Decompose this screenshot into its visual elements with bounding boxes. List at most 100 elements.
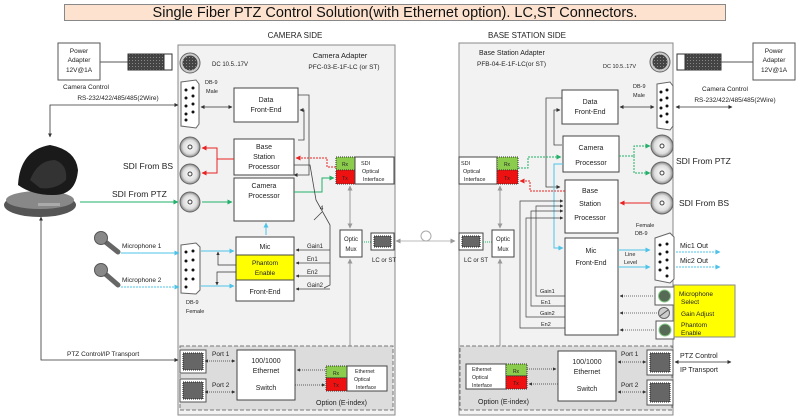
base-data-frontend-label: Data	[583, 99, 598, 106]
base-adapter-model: PFB-04-E-1F-LC(or ST)	[477, 61, 546, 68]
camera-sdi-rx-block	[335, 156, 356, 171]
mic2-out-label: Mic2 Out	[680, 258, 708, 265]
camera-control-line	[48, 103, 179, 138]
camera-option-label: Option (E-index)	[316, 400, 367, 407]
bus-slash	[313, 211, 323, 221]
camera-optic-mux-label: Mux	[345, 247, 356, 253]
camera-eth-rx-label: Rx	[333, 371, 340, 377]
diagram-title: Single Fiber PTZ Control Solution(with E…	[64, 4, 726, 21]
base-bs-processor-label: Processor	[574, 215, 606, 222]
control-bus-line	[294, 164, 331, 289]
camera-processor-label: Camera	[252, 183, 277, 190]
base-sdi-from-bs-label: SDI From BS	[679, 198, 729, 208]
base-optic-mux-label: Mux	[497, 247, 508, 253]
ptz-ip-transport-label: PTZ Control/IP Transport	[67, 351, 139, 358]
camera-lc-st-connector-icon[interactable]	[370, 232, 395, 251]
base-power-adapter-label: 12V@1A	[761, 67, 788, 74]
camera-data-frontend-block	[233, 87, 299, 123]
rx-to-bs-processor-line	[295, 155, 336, 168]
camera-control-label: Camera Control	[63, 84, 109, 91]
gain1-label: Gain1	[307, 244, 324, 250]
db9-female-label: Female	[186, 309, 204, 315]
base-eth-optical-label: Interface	[472, 383, 492, 389]
phantom-enable-label: Enable	[681, 330, 702, 337]
gain-adjust-knob-icon[interactable]	[658, 307, 670, 319]
bus-count-label: 4	[320, 206, 324, 212]
base-gain2-label: Gain2	[540, 311, 555, 317]
base-db9-male-label: Male	[633, 93, 645, 99]
fiber-coil-icon	[420, 230, 432, 242]
camera-switch-label: Switch	[256, 385, 277, 392]
camera-eth-port2-icon[interactable]	[179, 378, 207, 403]
camera-sdi-optical-label: Optical	[362, 169, 379, 175]
base-en2-label: En2	[541, 322, 551, 328]
base-ptz-control-label: PTZ Control	[680, 353, 718, 360]
base-switch-label: Ethernet	[574, 369, 601, 376]
base-cam-to-data-line	[553, 108, 562, 146]
base-lc-st-connector-icon[interactable]	[458, 232, 484, 251]
camera-data-frontend-label: Data	[259, 97, 274, 104]
camera-control-inputs	[295, 248, 330, 291]
base-dc-power-jack-icon	[649, 51, 671, 73]
camera-adapter-model: PFC-03-E-1F-LC (or ST)	[308, 64, 379, 71]
mic1-out-label: Mic1 Out	[680, 243, 708, 250]
camera-sdi-rx-label: Rx	[342, 162, 349, 168]
base-sdi-ptz-out-1	[619, 143, 651, 157]
base-sdi-optical-interface	[458, 156, 498, 185]
en2-label: En2	[307, 270, 318, 276]
camera-eth-tx-block	[325, 377, 348, 392]
power-adapter-label: Power	[70, 48, 89, 55]
base-rx-to-camera-processor	[518, 154, 562, 169]
base-sdi-from-ptz-label: SDI From PTZ	[676, 156, 731, 166]
dc-power-jack-icon	[179, 52, 201, 74]
camera-ethernet-switch-block	[236, 349, 296, 401]
base-power-adapter-box	[752, 42, 796, 81]
base-ethernet-switch-block	[557, 350, 617, 402]
base-bs-processor-label: Station	[579, 201, 601, 208]
camera-switch-label: Ethernet	[253, 368, 280, 375]
base-eth-port1-icon[interactable]	[646, 349, 674, 376]
base-bs-processor-block	[564, 179, 619, 234]
base-db9-male-label: DB-9	[633, 84, 646, 90]
camera-side-header: CAMERA SIDE	[268, 31, 323, 40]
base-en1-label: En1	[541, 300, 551, 306]
base-mic-frontend-label: Front-End	[575, 260, 606, 267]
base-eth-port2-icon[interactable]	[646, 379, 674, 406]
camera-switch-label: 100/1000	[251, 358, 280, 365]
gain-adjust-label: Gain Adjust	[681, 311, 714, 318]
bnc-connector-sdi-ptz-icon	[179, 191, 201, 213]
base-power-adapter-label: Power	[765, 48, 784, 55]
base-option-label: Option (E-index)	[478, 399, 529, 406]
base-port1-label: Port 1	[621, 351, 639, 358]
ptz-camera-icon	[4, 145, 78, 217]
phantom-enable-label: Phantom	[681, 322, 707, 329]
base-eth-optical-label: Optical	[472, 375, 488, 381]
microphone-2-icon	[94, 263, 121, 288]
base-switch-label: 100/1000	[572, 359, 601, 366]
sdi-from-ptz-label: SDI From PTZ	[112, 189, 167, 199]
base-sdi-optical-label: Interface	[464, 177, 485, 183]
base-eth-optical-label: Ethernet	[472, 367, 492, 373]
camera-mic-frontend-block	[235, 279, 295, 302]
camera-bs-processor-label: Station	[253, 154, 275, 161]
base-sdi-tx-label: Tx	[504, 176, 510, 182]
camera-sdi-tx-label: Tx	[342, 176, 348, 182]
base-db9-female-connector-icon	[654, 232, 675, 284]
line-level-label: Level	[624, 260, 637, 266]
base-sdi-ptz-out-2	[633, 156, 651, 176]
camera-eth-port1-icon[interactable]	[179, 349, 207, 374]
base-data-to-bs-line	[545, 97, 562, 189]
base-bs-to-tx-line	[519, 178, 565, 192]
camera-mic-frontend-label: Front-End	[249, 289, 280, 296]
db9-male-label: DB-9	[205, 80, 218, 86]
db9-female-label: DB-9	[186, 300, 199, 306]
microphone-select-switch-icon[interactable]	[654, 286, 675, 306]
sdi-bs-out-line-1	[201, 145, 234, 160]
db9-male-label: Male	[206, 89, 218, 95]
phantom-enable-switch-icon[interactable]	[655, 320, 675, 340]
power-plug-icon	[127, 53, 173, 71]
base-power-adapter-label: Adapter	[763, 57, 787, 64]
sdi-bs-out-line-2	[201, 159, 218, 176]
camera-processor-label: Processor	[248, 193, 280, 200]
